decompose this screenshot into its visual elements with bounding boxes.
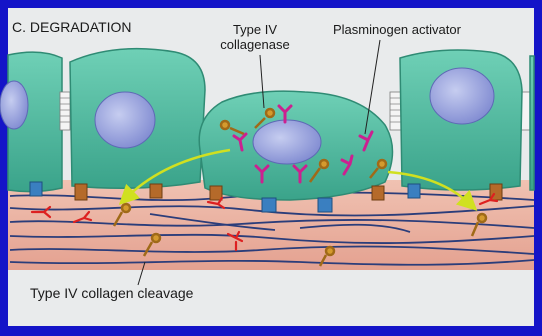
epithelial-cell-left: [70, 49, 205, 189]
label-line: Type IV: [200, 22, 310, 37]
epithelial-cell-left-edge: [0, 52, 62, 191]
panel-title: C. DEGRADATION: [12, 20, 132, 35]
label-plasminogen-activator: Plasminogen activator: [333, 22, 461, 37]
nucleus: [253, 120, 321, 164]
nucleus: [95, 92, 155, 148]
label-type-iv-collagen-cleavage: Type IV collagen cleavage: [30, 286, 193, 301]
label-line: collagenase: [200, 37, 310, 52]
label-type-iv-collagenase: Type IV collagenase: [200, 22, 310, 52]
epithelial-cell-right-edge: [530, 56, 534, 190]
nucleus: [0, 81, 28, 129]
nucleus: [430, 68, 494, 124]
epithelial-cell-right: [400, 50, 522, 190]
invading-tumor-cell: [199, 91, 392, 200]
